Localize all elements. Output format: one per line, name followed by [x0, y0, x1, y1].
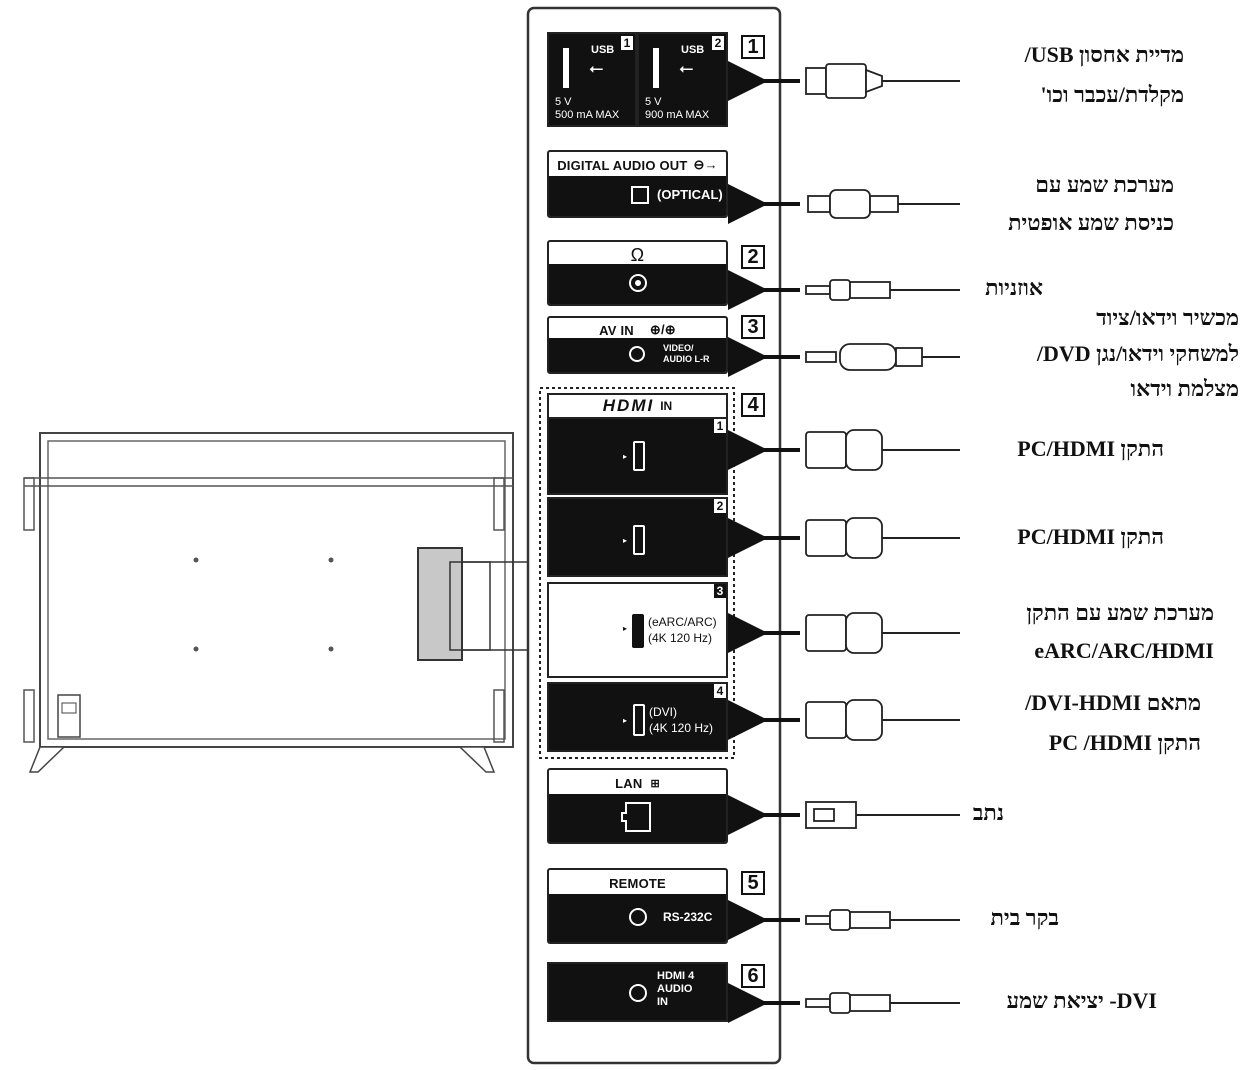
- usb-index: 1: [621, 36, 633, 50]
- label-hdmi3-line1: מערכת שמע עם התקן: [1026, 600, 1214, 625]
- hdmi-connector-icon: [633, 525, 645, 555]
- label-remote: בקר בית: [990, 905, 1059, 930]
- usb-title: USB: [681, 44, 705, 56]
- hdmi-index: 2: [714, 499, 726, 513]
- label-usb-line1: מדיית אחסון USB/: [1024, 42, 1184, 67]
- hdmi-header: HDMI IN: [547, 393, 728, 417]
- label-hdmi1: התקן PC/HDMI: [1017, 436, 1164, 461]
- usb-icon: ⭠: [679, 58, 694, 78]
- av-in-port-panel: AV IN ⊕/⊕ VIDEO/ AUDIO L-R: [547, 316, 728, 374]
- hdmi-port-label: (eARC/ARC): [648, 615, 717, 629]
- panel-number: 4: [741, 393, 765, 417]
- remote-title: REMOTE: [609, 875, 666, 891]
- hdmi4-audio-label: HDMI 4: [657, 970, 695, 982]
- usb-port-2: 2 USB ⭠ 5 V 900 mA MAX: [637, 32, 728, 127]
- hdmi-connector-icon: [633, 704, 645, 736]
- label-lan: נתב: [972, 800, 1004, 825]
- hdmi-index: 4: [714, 684, 726, 698]
- headphone-icon: Ω: [630, 244, 645, 265]
- panel-number: 1: [741, 35, 765, 59]
- remote-label: RS-232C: [663, 910, 713, 924]
- optical-title: DIGITAL AUDIO OUT: [557, 157, 688, 173]
- output-icon: ⊖→: [693, 157, 718, 172]
- label-hdmi2: התקן PC/HDMI: [1017, 524, 1164, 549]
- label-usb-line2: מקלדת/עכבר וכו': [1040, 82, 1184, 107]
- av-label-audio: AUDIO L-R: [663, 354, 710, 364]
- usb-title: USB: [591, 44, 615, 56]
- label-optical-line2: כניסת שמע אופטית: [1008, 210, 1174, 235]
- hdmi-port-label: (4K 120 Hz): [649, 721, 714, 735]
- lan-port-panel: LAN ⊞: [547, 768, 728, 844]
- optical-jack-icon: [631, 186, 649, 204]
- hdmi-connector-icon: [632, 614, 644, 648]
- usb-voltage: 5 V: [645, 96, 662, 108]
- optical-port-panel: DIGITAL AUDIO OUT ⊖→ (OPTICAL): [547, 150, 728, 218]
- label-hdmi3-line2: eARC/ARC/HDMI: [1034, 638, 1214, 663]
- rs232-jack-icon: [629, 908, 647, 926]
- panel-number: 5: [741, 871, 765, 895]
- label-dvi-audio: DVI- יציאת שמע: [1006, 988, 1157, 1013]
- hdmi-connector-icon: [633, 441, 645, 471]
- label-hdmi4-line2: התקן PC /HDMI: [1048, 730, 1201, 755]
- hdmi4-audio-label: IN: [657, 996, 668, 1008]
- hdmi-index: 1: [714, 419, 726, 433]
- panel-number: 2: [741, 245, 765, 269]
- label-av-line3: מצלמת וידאו: [1130, 376, 1239, 401]
- optical-label: (OPTICAL): [657, 187, 723, 202]
- network-icon: ⊞: [650, 777, 660, 790]
- hdmi4-audio-in-port: HDMI 4 AUDIO IN: [547, 962, 728, 1022]
- label-headphones: אוזניות: [985, 275, 1043, 300]
- hdmi-index: 3: [714, 584, 726, 598]
- label-av-line1: מכשיר וידאו/ציוד: [1096, 305, 1239, 330]
- hdmi-port-label: (4K 120 Hz): [648, 631, 713, 645]
- headphone-jack-icon: [629, 274, 647, 292]
- av-jack-icon: [629, 346, 645, 362]
- usb-voltage: 5 V: [555, 96, 572, 108]
- label-av-line2: למשחקי וידאו/נגן DVD/: [1036, 341, 1239, 366]
- audio-jack-icon: [629, 984, 647, 1002]
- av-label-video: VIDEO/: [663, 343, 694, 353]
- label-hdmi4-line1: מתאם DVI-HDMI/: [1025, 690, 1201, 715]
- usb-icon: ⭠: [589, 58, 604, 78]
- hdmi-in-label: IN: [660, 399, 673, 413]
- lan-title: LAN: [615, 775, 643, 791]
- hdmi-port-4: 4 ▸ (DVI) (4K 120 Hz): [547, 682, 728, 752]
- hdmi-port-label: (DVI): [649, 705, 677, 719]
- hdmi-port-2: 2 ▸: [547, 497, 728, 577]
- remote-port-panel: REMOTE RS-232C: [547, 868, 728, 944]
- hdmi-logo: HDMI: [602, 396, 655, 415]
- hdmi-port-3: 3 ▸ (eARC/ARC) (4K 120 Hz): [547, 582, 728, 678]
- hdmi-port-1: 1 ▸: [547, 417, 728, 495]
- input-icon: ⊕/⊕: [649, 322, 676, 337]
- hdmi4-audio-label: AUDIO: [657, 983, 693, 995]
- usb-port-1: 1 USB ⭠ 5 V 500 mA MAX: [547, 32, 637, 127]
- headphone-port-panel: Ω: [547, 240, 728, 306]
- usb-current: 500 mA MAX: [555, 109, 620, 121]
- av-in-title: AV IN: [599, 322, 634, 338]
- usb-index: 2: [712, 36, 724, 50]
- usb-current: 900 mA MAX: [645, 109, 710, 121]
- label-optical-line1: מערכת שמע עם: [1035, 172, 1174, 197]
